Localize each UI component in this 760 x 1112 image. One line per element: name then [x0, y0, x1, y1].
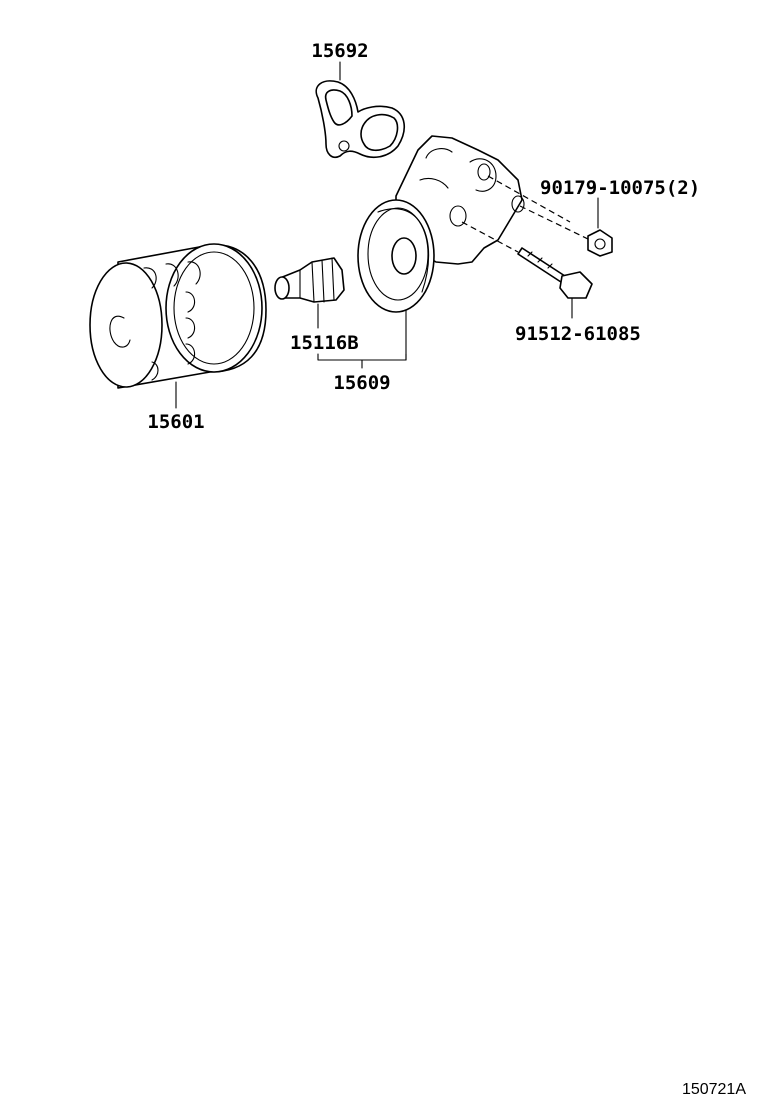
union-bolt-90179-10075[interactable]	[587, 197, 613, 257]
alignment-lines	[461, 175, 591, 253]
part-label-union: 15116B	[290, 332, 359, 354]
part-label-gasket: 15692	[311, 40, 368, 62]
bracket-15609[interactable]	[357, 135, 525, 361]
part-label-bracket: 15609	[333, 372, 390, 394]
leader-bracket	[317, 353, 407, 369]
gasket-15692[interactable]	[315, 61, 405, 159]
part-label-flange-bolt: 91512-61085	[515, 323, 641, 345]
flange-bolt-91512-61085[interactable]	[517, 247, 593, 319]
part-label-union-bolt: 90179-10075(2)	[540, 177, 700, 199]
part-label-oil-filter: 15601	[147, 411, 204, 433]
reference-code: 150721A	[682, 1081, 746, 1098]
union-15116b[interactable]	[274, 257, 345, 329]
oil-filter-15601[interactable]	[89, 243, 267, 409]
